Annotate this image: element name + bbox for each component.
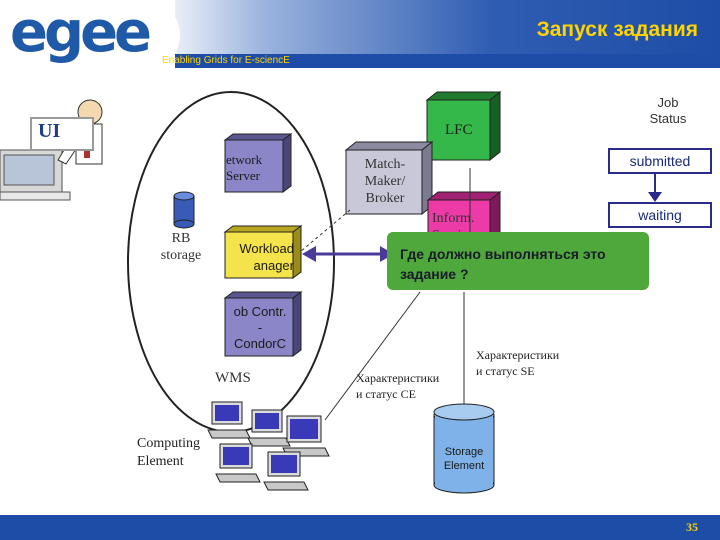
- logo-text: egee: [10, 0, 152, 65]
- job-controller-box: [223, 291, 303, 357]
- question-callout: [387, 232, 649, 290]
- workload-manager-label: Workload anager: [239, 241, 294, 273]
- header-title-bar: [150, 0, 720, 54]
- page-title: Запуск задания: [536, 18, 698, 41]
- status-arrow-head: [648, 192, 662, 202]
- diagram-canvas: [0, 90, 662, 494]
- workload-manager-box: [223, 225, 303, 279]
- footer-bar: [0, 515, 720, 540]
- rb-storage-label: RB storage: [160, 231, 202, 263]
- ce-characteristics-label: Характеристики и статус CE: [356, 371, 440, 401]
- egee-logo: egee: [10, 5, 152, 61]
- double-arrow: [302, 246, 394, 262]
- computing-element-icon: [207, 401, 330, 491]
- inform-service-label: Inform. Service: [432, 211, 475, 234]
- job-status-heading: Job Status: [649, 95, 687, 126]
- storage-element-label: Storage Element: [443, 446, 485, 472]
- network-server-box: [223, 133, 293, 193]
- ui-label: UI: [38, 120, 61, 142]
- callout-text: Где должно выполняться это задание ?: [400, 246, 606, 282]
- dashed-link: [299, 209, 351, 253]
- matchmaker-label: Match- Maker/ Broker: [364, 157, 406, 206]
- network-server-label: etwork Server: [226, 152, 263, 183]
- ui-frame: [30, 117, 94, 151]
- page-subtitle: Enabling Grids for E-sciencE: [162, 55, 290, 66]
- page-number: 35: [686, 520, 698, 534]
- computing-element-label: Computing Element: [137, 436, 201, 469]
- se-characteristics-label: Характеристики и статус SE: [476, 348, 560, 378]
- storage-element-cylinder: [433, 403, 495, 494]
- ce-link: [324, 291, 421, 421]
- wms-label: WMS: [215, 370, 251, 386]
- header-subtitle-bar: [150, 54, 720, 68]
- lfc-label: LFC: [445, 122, 473, 138]
- status-waiting: waiting: [608, 202, 712, 228]
- lfc-box: [425, 90, 502, 162]
- rb-storage-cylinder: [173, 191, 195, 229]
- matchmaker-box: [344, 140, 434, 216]
- job-controller-label: ob Contr. - CondorC: [233, 304, 287, 351]
- status-submitted: submitted: [608, 148, 712, 174]
